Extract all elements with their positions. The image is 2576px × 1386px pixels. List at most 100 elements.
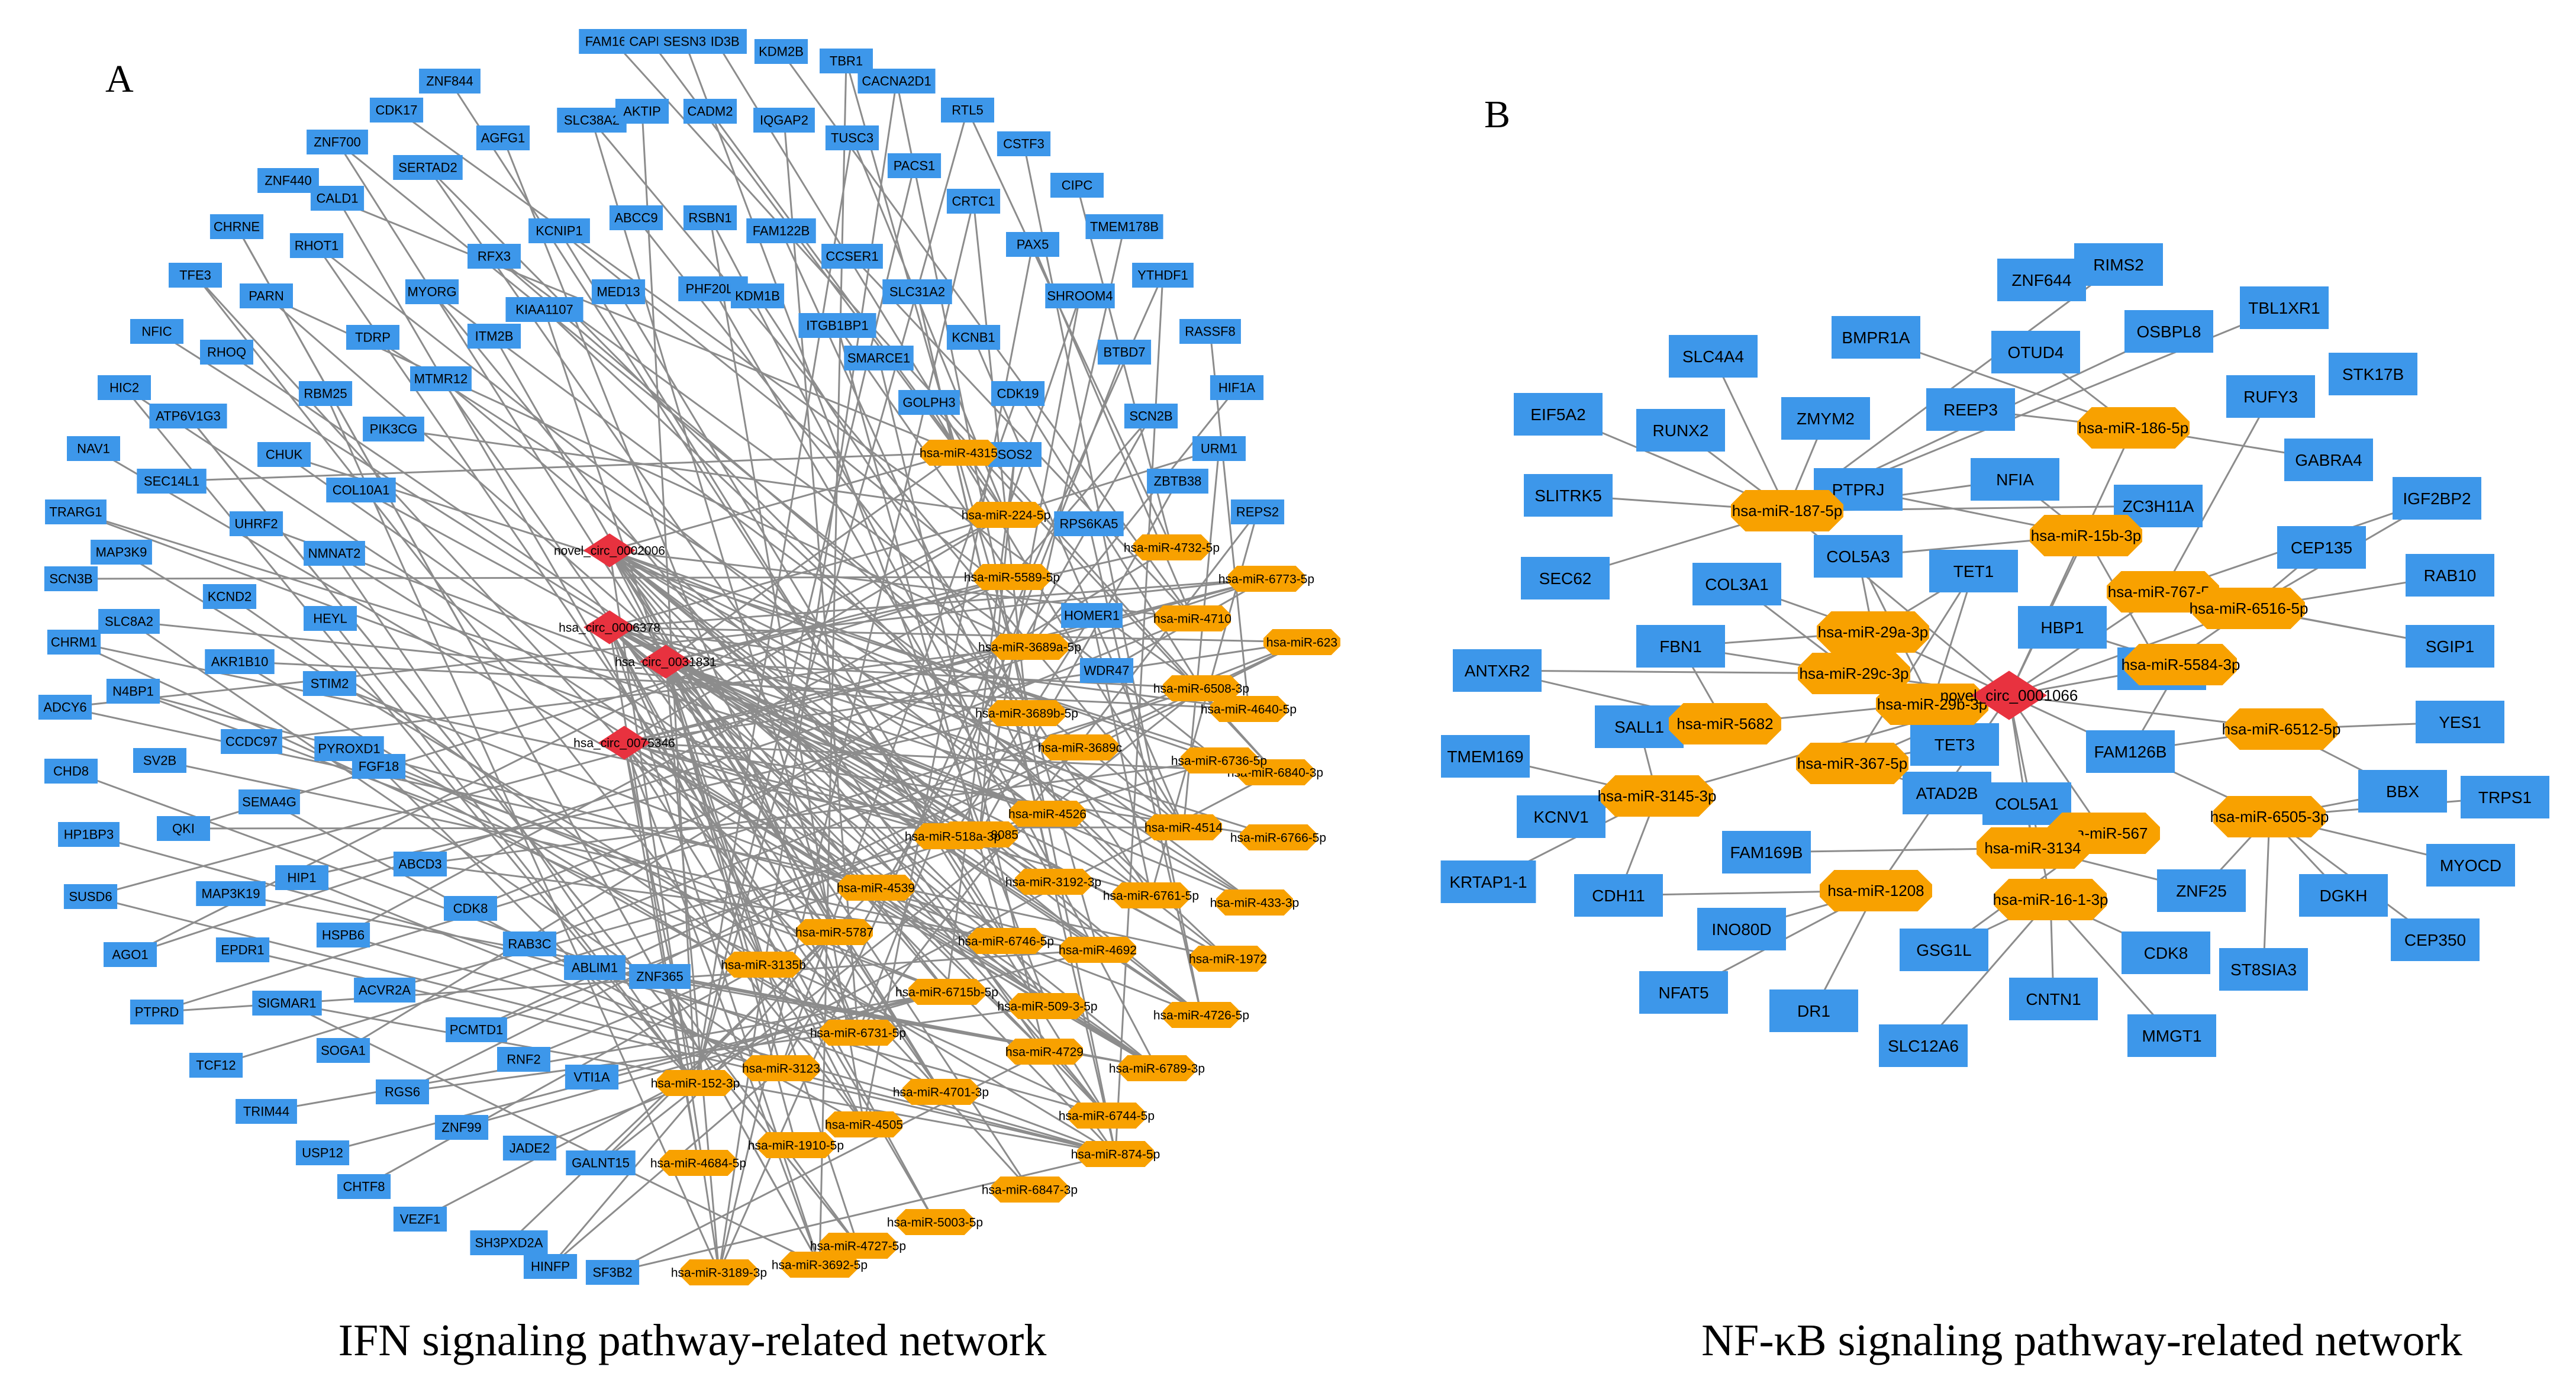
- panel-a-gene-node-sertad2[interactable]: SERTAD2: [393, 155, 463, 180]
- panel-a-gene-node-rhoq[interactable]: RHOQ: [200, 340, 253, 365]
- panel-a-mirna-node-hsa-mir-3135b[interactable]: hsa-miR-3135b: [721, 952, 806, 978]
- panel-a-mirna-node-hsa-mir-6773-5p[interactable]: hsa-miR-6773-5p: [1218, 566, 1314, 592]
- panel-b-gene-node-stk17b[interactable]: STK17B: [2329, 353, 2417, 395]
- panel-a-mirna-node-hsa-mir-6847-3p[interactable]: hsa-miR-6847-3p: [982, 1177, 1078, 1203]
- panel-a-gene-node-tmem178b[interactable]: TMEM178B: [1085, 214, 1163, 239]
- panel-b-gene-node-ptprj[interactable]: PTPRJ: [1814, 468, 1903, 511]
- panel-a-gene-node-hspb6[interactable]: HSPB6: [316, 923, 370, 947]
- panel-a-gene-node-nmnat2[interactable]: NMNAT2: [304, 541, 365, 566]
- panel-a-gene-node-myorg[interactable]: MYORG: [405, 279, 459, 304]
- panel-a-circrna-node-hsa-circ-0031831[interactable]: hsa_circ_0031831: [615, 644, 717, 679]
- panel-b-gene-node-cntn1[interactable]: CNTN1: [2009, 978, 2098, 1020]
- panel-a-gene-node-ptprd[interactable]: PTPRD: [130, 1000, 184, 1024]
- panel-a-mirna-node-hsa-mir-224-5p[interactable]: hsa-miR-224-5p: [962, 502, 1051, 528]
- panel-b-gene-node-cdh11[interactable]: CDH11: [1574, 874, 1663, 917]
- panel-a-mirna-node-hsa-mir-5003-5p[interactable]: hsa-miR-5003-5p: [887, 1209, 983, 1235]
- panel-a-gene-node-ythdf1[interactable]: YTHDF1: [1132, 263, 1194, 288]
- panel-b-mirna-node-hsa-mir-1208[interactable]: hsa-miR-1208: [1820, 870, 1932, 911]
- panel-a-gene-node-jade2[interactable]: JADE2: [502, 1136, 557, 1161]
- panel-a-gene-node-acvr2a[interactable]: ACVR2A: [354, 978, 415, 1003]
- panel-a-circrna-node-hsa-circ-0006378[interactable]: hsa_circ_0006378: [559, 610, 660, 644]
- panel-a-gene-node-sigmar1[interactable]: SIGMAR1: [252, 991, 322, 1016]
- panel-b-gene-node-rufy3[interactable]: RUFY3: [2226, 375, 2315, 418]
- panel-b-gene-node-rims2[interactable]: RIMS2: [2074, 243, 2163, 286]
- panel-a-gene-node-cdk8[interactable]: CDK8: [444, 896, 497, 921]
- panel-a-gene-node-kcnd2[interactable]: KCND2: [202, 584, 257, 609]
- panel-b-gene-node-znf644[interactable]: ZNF644: [1997, 259, 2086, 301]
- panel-a-gene-node-scn2b[interactable]: SCN2B: [1124, 404, 1178, 428]
- panel-a-mirna-node-hsa-mir-3123[interactable]: hsa-miR-3123: [742, 1055, 820, 1081]
- panel-a-gene-node-rassf8[interactable]: RASSF8: [1179, 319, 1241, 344]
- panel-a-mirna-node-hsa-mir-152-3p[interactable]: hsa-miR-152-3p: [651, 1070, 740, 1096]
- panel-a-gene-node-parn[interactable]: PARN: [240, 283, 293, 308]
- panel-a-gene-node-kcnip1[interactable]: KCNIP1: [528, 218, 590, 243]
- panel-a-gene-node-znf99[interactable]: ZNF99: [434, 1115, 489, 1140]
- panel-a-mirna-node-hsa-mir-4315[interactable]: hsa-miR-4315: [920, 440, 998, 466]
- panel-a-gene-node-slc38a2[interactable]: SLC38A2: [557, 108, 627, 133]
- panel-a-gene-node-urm1[interactable]: URM1: [1192, 436, 1246, 461]
- panel-b-gene-node-ino80d[interactable]: INO80D: [1697, 908, 1786, 950]
- panel-a-gene-node-abcd3[interactable]: ABCD3: [393, 852, 447, 876]
- panel-a-circrna-node-novel-circ-0002006[interactable]: novel_circ_0002006: [554, 533, 665, 568]
- panel-b-gene-node-nfat5[interactable]: NFAT5: [1639, 971, 1728, 1014]
- panel-b-gene-node-igf2bp2[interactable]: IGF2BP2: [2393, 477, 2481, 520]
- panel-a-mirna-node-hsa-mir-433-3p[interactable]: hsa-miR-433-3p: [1210, 889, 1300, 916]
- panel-a-mirna-node-hsa-mir-1910-5p[interactable]: hsa-miR-1910-5p: [748, 1132, 844, 1158]
- panel-a-gene-node-cadm2[interactable]: CADM2: [683, 99, 737, 124]
- panel-b-gene-node-mmgt1[interactable]: MMGT1: [2127, 1014, 2216, 1057]
- panel-a-gene-node-shroom4[interactable]: SHROOM4: [1045, 283, 1115, 308]
- panel-b-gene-node-sgip1[interactable]: SGIP1: [2406, 625, 2494, 668]
- panel-a-gene-node-uhrf2[interactable]: UHRF2: [229, 511, 283, 536]
- panel-a-gene-node-hp1bp3[interactable]: HP1BP3: [58, 822, 120, 847]
- panel-a-gene-node-pcmtd1[interactable]: PCMTD1: [446, 1017, 507, 1042]
- panel-a-mirna-node-hsa-mir-518a-3p[interactable]: hsa-miR-518a-3p: [905, 823, 1001, 849]
- panel-a-mirna-node-hsa-mir-5589-5p[interactable]: hsa-miR-5589-5p: [964, 564, 1060, 590]
- panel-a-gene-node-hip1[interactable]: HIP1: [275, 865, 328, 890]
- panel-a-gene-node-vezf1[interactable]: VEZF1: [393, 1207, 447, 1232]
- panel-a-gene-node-adcy6[interactable]: ADCY6: [38, 695, 92, 720]
- panel-a-gene-node-hif1a[interactable]: HIF1A: [1210, 375, 1264, 400]
- panel-a-mirna-node-hsa-mir-6766-5p[interactable]: hsa-miR-6766-5p: [1230, 824, 1326, 850]
- panel-a-gene-node-reps2[interactable]: REPS2: [1230, 499, 1285, 524]
- panel-a-gene-node-znf844[interactable]: ZNF844: [419, 69, 481, 94]
- panel-b-gene-node-dgkh[interactable]: DGKH: [2299, 874, 2388, 917]
- panel-a-gene-node-cipc[interactable]: CIPC: [1050, 173, 1104, 198]
- panel-a-gene-node-rps6ka5[interactable]: RPS6KA5: [1054, 511, 1124, 536]
- panel-a-gene-node-smarce1[interactable]: SMARCE1: [844, 346, 914, 370]
- panel-a-gene-node-homer1[interactable]: HOMER1: [1061, 603, 1123, 628]
- panel-b-gene-node-tbl1xr1[interactable]: TBL1XR1: [2240, 286, 2329, 329]
- panel-b-gene-node-gsg1l[interactable]: GSG1L: [1900, 929, 1988, 971]
- panel-b-mirna-node-hsa-mir-29b-3p[interactable]: hsa-miR-29b-3p: [1876, 684, 1988, 725]
- panel-a-gene-node-tusc3[interactable]: TUSC3: [825, 125, 879, 150]
- panel-a-gene-node-hic2[interactable]: HIC2: [98, 375, 151, 400]
- panel-a-gene-node-itgb1bp1[interactable]: ITGB1BP1: [798, 313, 876, 338]
- panel-a-gene-node-soga1[interactable]: SOGA1: [316, 1038, 370, 1063]
- panel-b-mirna-node-hsa-mir-187-5p[interactable]: hsa-miR-187-5p: [1731, 490, 1843, 531]
- panel-a-gene-node-aktip[interactable]: AKTIP: [615, 99, 669, 124]
- panel-a-mirna-node-hsa-mir-4539[interactable]: hsa-miR-4539: [837, 875, 915, 901]
- panel-a-gene-node-tdrp[interactable]: TDRP: [346, 325, 399, 350]
- panel-a-mirna-node-hsa-mir-4692[interactable]: hsa-miR-4692: [1059, 937, 1137, 963]
- panel-b-gene-node-zmym2[interactable]: ZMYM2: [1781, 397, 1870, 440]
- panel-b-gene-node-gabra4[interactable]: GABRA4: [2284, 439, 2373, 481]
- panel-b-gene-node-col5a3[interactable]: COL5A3: [1814, 535, 1903, 578]
- panel-b-mirna-node-hsa-mir-6512-5p[interactable]: hsa-miR-6512-5p: [2222, 708, 2341, 750]
- panel-a-gene-node-golph3[interactable]: GOLPH3: [898, 390, 960, 415]
- panel-a-mirna-node-hsa-mir-4701-3p[interactable]: hsa-miR-4701-3p: [893, 1079, 989, 1105]
- panel-a-gene-node-pik3cg[interactable]: PIK3CG: [363, 417, 424, 441]
- panel-a-gene-node-ablim1[interactable]: ABLIM1: [564, 955, 626, 980]
- panel-a-gene-node-rsbn1[interactable]: RSBN1: [683, 205, 737, 230]
- panel-a-gene-node-slc31a2[interactable]: SLC31A2: [882, 279, 952, 304]
- panel-b-gene-node-cep350[interactable]: CEP350: [2391, 918, 2480, 961]
- panel-a-gene-node-sv2b[interactable]: SV2B: [133, 748, 186, 773]
- panel-b-mirna-node-hsa-mir-367-5p[interactable]: hsa-miR-367-5p: [1796, 743, 1908, 784]
- panel-b-mirna-node-hsa-mir-3145-3p[interactable]: hsa-miR-3145-3p: [1598, 775, 1717, 817]
- panel-a-gene-node-rtl5[interactable]: RTL5: [941, 98, 994, 123]
- panel-b-mirna-node-hsa-mir-6516-5p[interactable]: hsa-miR-6516-5p: [2190, 588, 2309, 629]
- panel-a-gene-node-cdk19[interactable]: CDK19: [991, 381, 1045, 406]
- panel-b-gene-node-reep3[interactable]: REEP3: [1926, 388, 2015, 431]
- panel-a-mirna-node-hsa-mir-4732-5p[interactable]: hsa-miR-4732-5p: [1124, 534, 1220, 560]
- panel-a-gene-node-heyl[interactable]: HEYL: [304, 606, 357, 631]
- panel-a-mirna-node-hsa-mir-6789-3p[interactable]: hsa-miR-6789-3p: [1109, 1055, 1205, 1081]
- panel-a-mirna-node-hsa-mir-4505[interactable]: hsa-miR-4505: [825, 1111, 903, 1137]
